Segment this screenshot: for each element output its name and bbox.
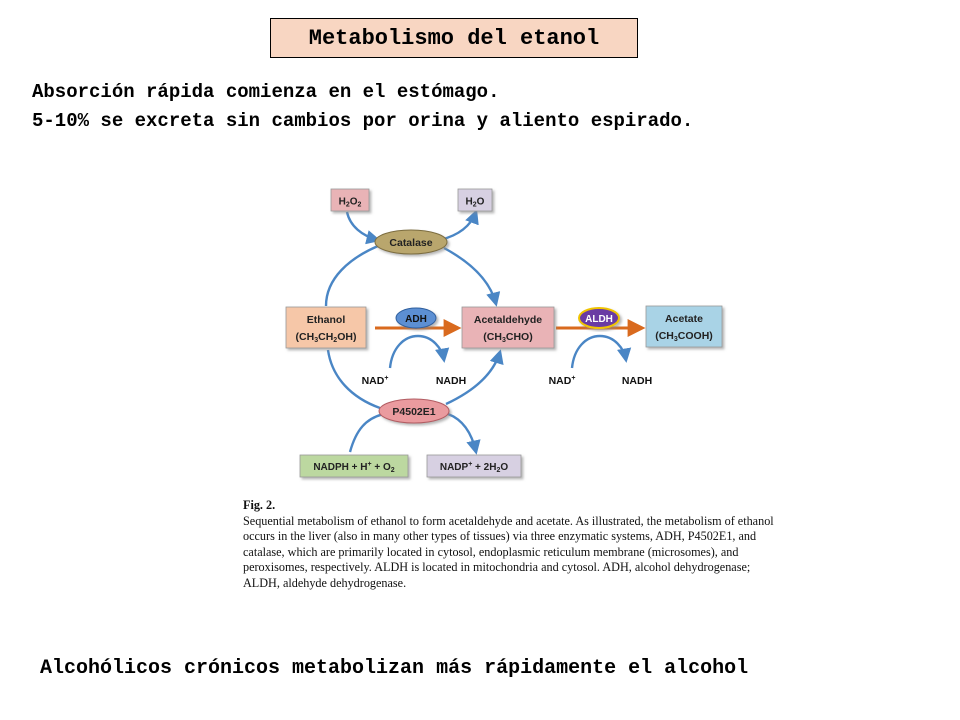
- h2o2-box: H2O2: [330, 188, 370, 212]
- acetate-box: Acetate (CH3COOH): [645, 305, 723, 348]
- adh-enzyme: ADH: [395, 307, 437, 329]
- svg-text:NADP+ + 2H2O: NADP+ + 2H2O: [440, 461, 509, 474]
- svg-text:P4502E1: P4502E1: [392, 406, 435, 418]
- svg-text:(CH3CH2OH): (CH3CH2OH): [296, 331, 357, 344]
- arrow-nadph-to-p450: [348, 412, 385, 453]
- svg-text:H2O: H2O: [466, 197, 485, 209]
- arrow-ethanol-to-catalase: [324, 244, 379, 307]
- svg-text:NADPH + H+ + O2: NADPH + H+ + O2: [313, 461, 394, 474]
- svg-text:Catalase: Catalase: [389, 237, 432, 249]
- acetaldehyde-box: Acetaldehyde (CH3CHO): [461, 306, 555, 349]
- page-title: Metabolismo del etanol: [270, 18, 638, 58]
- svg-text:H2O2: H2O2: [339, 197, 362, 209]
- figure-caption-text: Sequential metabolism of ethanol to form…: [243, 513, 774, 590]
- arrow-p450-to-acetaldehyde: [445, 349, 504, 406]
- page-title-text: Metabolismo del etanol: [308, 25, 600, 51]
- nadp-box: NADP+ + 2H2O: [426, 454, 522, 478]
- arrow-nad-aldh: [570, 334, 632, 369]
- arrow-nad-adh: [388, 334, 450, 369]
- nad-plus-label-2: NAD+: [549, 375, 576, 387]
- p4502e1-enzyme: P4502E1: [378, 398, 450, 424]
- svg-text:Ethanol: Ethanol: [307, 314, 346, 326]
- arrow-ethanol-to-p450: [326, 349, 381, 410]
- aldh-enzyme: ALDH: [578, 307, 620, 329]
- figure-label: Fig. 2.: [243, 498, 276, 512]
- arrow-p450-to-nadp: [447, 412, 481, 455]
- ethanol-box: Ethanol (CH3CH2OH): [285, 306, 367, 349]
- svg-text:ADH: ADH: [405, 314, 427, 325]
- pathway-arrows: [324, 209, 632, 455]
- footer-note: Alcohólicos crónicos metabolizan más ráp…: [40, 657, 749, 680]
- h2o-box: H2O: [457, 188, 493, 212]
- nadh-label-1: NADH: [436, 375, 466, 387]
- svg-text:Acetate: Acetate: [665, 313, 703, 325]
- nad-plus-label-1: NAD+: [362, 375, 389, 387]
- catalase-enzyme: Catalase: [374, 229, 448, 255]
- svg-text:(CH3COOH): (CH3COOH): [655, 330, 713, 343]
- svg-text:(CH3CHO): (CH3CHO): [483, 331, 532, 344]
- arrow-h2o2-to-catalase: [345, 211, 381, 245]
- figure-caption: Fig. 2. Sequential metabolism of ethanol…: [243, 498, 783, 591]
- arrow-catalase-to-h2o: [439, 209, 479, 242]
- svg-text:Acetaldehyde: Acetaldehyde: [474, 314, 542, 326]
- nadh-label-2: NADH: [622, 375, 652, 387]
- arrow-catalase-to-acetaldehyde: [443, 246, 501, 307]
- intro-line-absorption: Absorción rápida comienza en el estómago…: [32, 81, 500, 103]
- intro-line-excretion: 5-10% se excreta sin cambios por orina y…: [32, 110, 694, 132]
- svg-text:ALDH: ALDH: [585, 314, 613, 325]
- nadph-box: NADPH + H+ + O2: [299, 454, 409, 478]
